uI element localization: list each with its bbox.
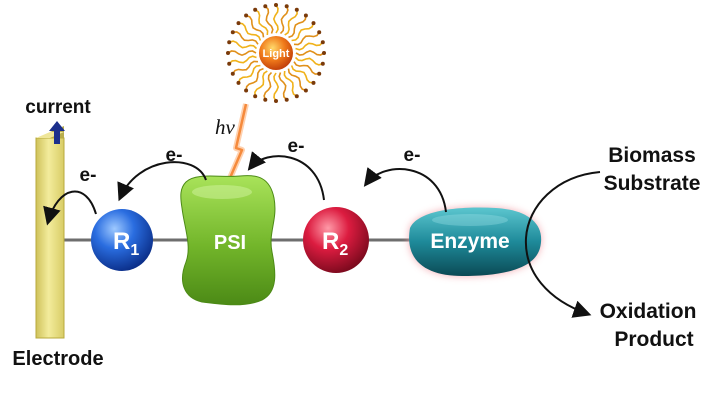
sun-ray [279,5,289,35]
sun-ray-tip [226,51,230,55]
psi-label: PSI [214,232,246,254]
r1-sphere: R1 [91,209,153,271]
sun-ray-tip [317,30,322,35]
electron-arrow-enzyme-r2 [363,167,447,213]
sun-ray [290,65,314,84]
sun-ray-tip [303,13,308,18]
sun-ray [278,72,288,101]
sun-ray [288,15,307,39]
sun-ray [295,41,324,51]
sun-ray [295,49,325,56]
lightning-bolt-icon [228,103,248,179]
sun-ray [291,22,315,42]
sun-icon [226,3,326,103]
sun-ray [272,4,279,34]
sun-ray [293,61,320,75]
sun-ray-tip [320,40,325,45]
sun-ray [263,71,273,101]
sun-ray-tip [236,80,241,85]
e-label-2: e- [166,145,183,166]
sun-ray-tip [317,71,322,76]
sun-ray-tip [320,61,325,66]
e-label-4: e- [404,145,421,166]
biomass-label-line2: Substrate [604,172,701,195]
sun-ray [227,50,257,57]
sun-ray [238,22,262,41]
sun-ray-tip [244,88,249,93]
r2-label: R2 [322,228,348,259]
sun-ray [232,60,259,75]
electron-arrow-r1-electrode [43,190,97,226]
r2-sphere: R2 [303,207,369,273]
sun-ray [293,31,320,46]
sun-ray-tip [253,7,258,12]
sun-ray-tip [274,3,278,7]
sun-ray-tip [263,4,268,9]
sun-ray [228,55,257,65]
enzyme-label: Enzyme [430,230,509,253]
sun-ray-tip [284,97,289,102]
sun-ray [273,72,280,102]
sun-ray [264,5,274,34]
electrode-plate [35,137,65,339]
sun-ray [232,31,259,45]
enzyme: Enzyme [409,207,542,276]
biomass-label-line1: Biomass [608,144,696,167]
e-label-1: e- [80,165,97,186]
sun-ray [228,40,258,50]
current-label: current [25,97,91,118]
sun-ray-tip [227,61,232,66]
sun-ray [245,14,265,38]
sun-ray-tip [236,21,241,26]
electron-arrow-r2-psi [247,151,325,201]
electrode-label: Electrode [12,348,103,370]
light-label: Light [263,48,290,60]
sun-ray-tip [244,13,249,18]
sun-ray-tip [322,51,326,55]
substrate-to-product-arrow [524,171,601,318]
sun-ray-tip [284,4,289,9]
sun-ray [254,70,268,97]
sun-ray-tip [230,71,235,76]
sun-core [259,36,293,70]
sun-ray-tip [263,97,268,102]
sun-ray-tip [274,99,278,103]
oxidation-label-line2: Product [614,328,693,351]
sun-ray [254,9,269,36]
hv-label: hν [215,115,236,139]
psi-complex: PSI [180,175,276,306]
sun-ray [294,56,324,66]
oxidation-label-line1: Oxidation [600,300,697,323]
electron-arrow-psi-r1 [117,161,207,202]
sun-ray-tip [294,94,299,99]
r1-label: R1 [113,228,139,259]
sun-ray-tip [253,94,258,99]
sun-ray-tip [230,30,235,35]
electrode [35,126,65,339]
sun-ray [284,9,298,36]
sun-ray-tip [303,88,308,93]
sun-ray [237,64,261,84]
sun-ray-tip [294,7,299,12]
e-label-3: e- [288,136,305,157]
sun-ray [287,68,307,92]
sun-ray [245,67,264,91]
sun-ray-tip [311,21,316,26]
sun-ray-tip [227,40,232,45]
sun-ray-tip [311,80,316,85]
current-arrow [49,121,65,144]
sun-ray [283,70,298,97]
